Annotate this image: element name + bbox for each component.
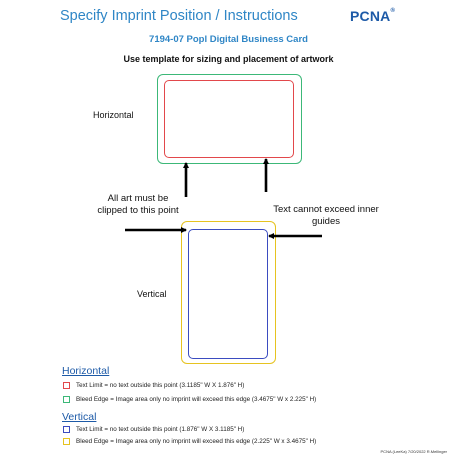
instructions-heading: Use template for sizing and placement of…	[123, 54, 334, 64]
vertical-label: Vertical	[137, 289, 167, 299]
horizontal-label: Horizontal	[93, 110, 134, 120]
green-swatch-icon	[63, 396, 70, 403]
legend-item-horizontal-bleed-edge: Bleed Edge = Image area only no imprint …	[63, 396, 316, 403]
horizontal-text-limit	[164, 80, 294, 158]
logo-text: PCNA	[350, 8, 391, 24]
logo-mark: ®	[390, 8, 396, 14]
vertical-bleed-edge	[181, 221, 276, 364]
blue-swatch-icon	[63, 426, 70, 433]
legend-vertical-heading: Vertical	[62, 411, 97, 423]
horizontal-bleed-edge	[157, 74, 302, 164]
legend-item-label: Text Limit = no text outside this point …	[76, 382, 245, 389]
legend-horizontal-heading: Horizontal	[62, 365, 110, 377]
vertical-text-limit	[188, 229, 268, 359]
legend-item-vertical-bleed-edge: Bleed Edge = Image area only no imprint …	[63, 438, 316, 445]
footer-credit: PCNA (LeeKa) 7/20/2022 R.Mellinger	[380, 449, 447, 454]
legend-item-vertical-text-limit: Text Limit = no text outside this point …	[63, 426, 244, 433]
pcna-logo: PCNA®	[350, 8, 395, 24]
legend-item-label: Bleed Edge = Image area only no imprint …	[76, 438, 317, 445]
page-title: Specify Imprint Position / Instructions	[60, 8, 298, 24]
red-swatch-icon	[63, 382, 70, 389]
yellow-swatch-icon	[63, 438, 70, 445]
callout-text-guides: Text cannot exceed inner guides	[273, 204, 379, 227]
product-title: 7194-07 Popl Digital Business Card	[149, 34, 308, 45]
legend-item-label: Bleed Edge = Image area only no imprint …	[76, 396, 317, 403]
callout-art-clip: All art must be clipped to this point	[97, 193, 179, 216]
legend-item-label: Text Limit = no text outside this point …	[76, 426, 245, 433]
legend-item-horizontal-text-limit: Text Limit = no text outside this point …	[63, 382, 244, 389]
